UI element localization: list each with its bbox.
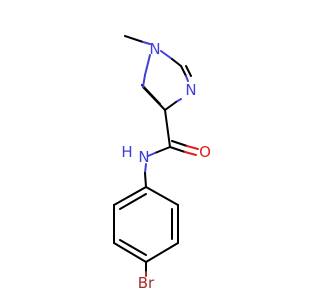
bond-c5-n1	[142, 74, 146, 88]
bond-ar-4-inner	[119, 239, 147, 256]
bond-ar-1	[145, 186, 179, 206]
bond-methyl-n	[142, 41, 151, 45]
bond-c2-n3-b	[185, 75, 189, 82]
bond-co-a-o	[184, 151, 197, 156]
bond-c4-c5-double	[141, 84, 161, 105]
bond-c-nh	[154, 146, 171, 154]
bond-ar-4	[113, 242, 147, 263]
bond-nh-ring-b	[144, 172, 147, 188]
bond-n1-c2-b	[171, 58, 182, 67]
structure-diagram: N N O H N Br	[113, 35, 211, 292]
bond-n3-c4-b	[164, 101, 177, 111]
bond-co-a	[169, 146, 186, 153]
atom-n-amide: N	[138, 148, 149, 166]
bond-ar-6	[113, 186, 147, 206]
bond-methyl	[124, 35, 144, 43]
atom-o-carbonyl: O	[199, 143, 211, 161]
bond-nh-ring	[144, 163, 147, 174]
atom-n-methyl: N	[149, 40, 160, 58]
bond-c-nh-n	[147, 152, 156, 157]
atom-h-amide: H	[121, 143, 132, 161]
bond-c5-n1-b	[144, 54, 151, 76]
atom-n-ring: N	[185, 81, 196, 99]
atom-br: Br	[138, 274, 155, 292]
bond-co-b-o	[186, 145, 199, 150]
bond-ar-3	[145, 242, 179, 263]
bond-c4-amide	[164, 109, 171, 148]
bond-co-b	[171, 140, 188, 147]
bond-c2-n3-double	[185, 65, 192, 77]
bond-ar-6-inner	[119, 193, 147, 210]
bond-n1-c2	[160, 50, 173, 60]
bond-c2-n3-a	[180, 65, 187, 77]
